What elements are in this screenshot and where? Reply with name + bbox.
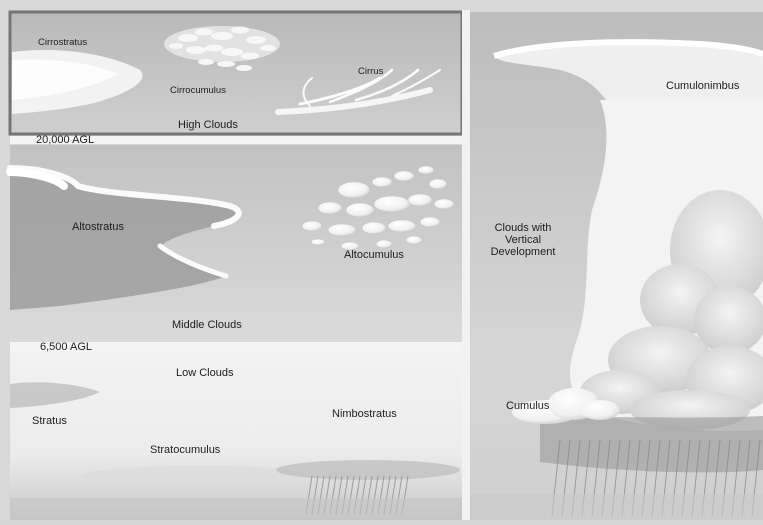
cirrocumulus-label: Cirrocumulus bbox=[170, 85, 226, 96]
high-clouds-panel bbox=[10, 12, 462, 134]
stratus-label: Stratus bbox=[32, 415, 67, 427]
altocumulus-label: Altocumulus bbox=[344, 249, 404, 261]
stratocumulus-label: Stratocumulus bbox=[150, 444, 220, 456]
cirrostratus-label: Cirrostratus bbox=[38, 37, 87, 48]
vertical-development-line-3: Development bbox=[484, 246, 562, 258]
altostratus-label: Altostratus bbox=[72, 221, 124, 233]
vertical-development-label: Clouds with Vertical Development bbox=[484, 222, 562, 258]
middle-clouds-panel bbox=[10, 145, 462, 341]
vertical-development-line-2: Vertical bbox=[484, 234, 562, 246]
low-clouds-label: Low Clouds bbox=[176, 367, 233, 379]
panel-divider bbox=[462, 10, 470, 520]
vertical-development-line-1: Clouds with bbox=[484, 222, 562, 234]
middle-clouds-label: Middle Clouds bbox=[172, 319, 242, 331]
high-clouds-label: High Clouds bbox=[178, 119, 238, 131]
cumulonimbus-label: Cumulonimbus bbox=[666, 80, 739, 92]
altitude-label-high: 20,000 AGL bbox=[36, 134, 94, 146]
altitude-label-mid: 6,500 AGL bbox=[40, 341, 92, 353]
cumulus-label: Cumulus bbox=[506, 400, 549, 412]
nimbostratus-label: Nimbostratus bbox=[332, 408, 397, 420]
low-clouds-panel bbox=[10, 352, 462, 520]
cirrus-label: Cirrus bbox=[358, 66, 383, 77]
